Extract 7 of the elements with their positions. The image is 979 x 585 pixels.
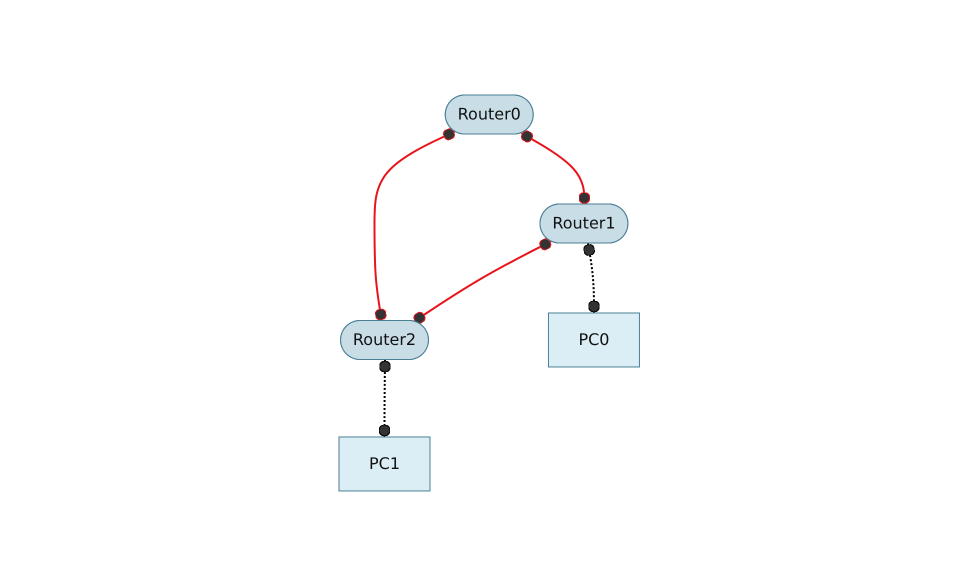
connector <box>521 130 591 204</box>
connector <box>583 242 600 312</box>
connector <box>378 359 392 436</box>
connector <box>414 238 552 324</box>
node-box: PC0 <box>548 312 640 367</box>
connector <box>374 128 456 321</box>
node-box: PC1 <box>338 436 431 491</box>
